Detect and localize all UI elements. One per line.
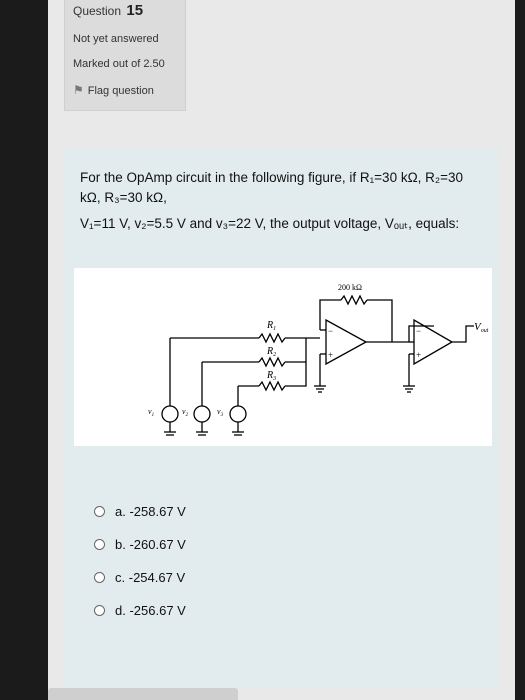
option-c[interactable]: c. -254.67 V <box>94 566 186 588</box>
option-b-letter: b. <box>115 536 126 552</box>
opamp1-minus: − <box>328 326 333 336</box>
question-info-box: Question 15 Not yet answered Marked out … <box>64 0 186 111</box>
r1-resistor <box>258 332 286 344</box>
option-b-text: -260.67 V <box>129 536 186 552</box>
r2-label: R2 <box>266 346 276 358</box>
r2-resistor <box>258 356 286 368</box>
option-a-text: -258.67 V <box>129 503 186 519</box>
opamp1-plus: + <box>328 350 333 360</box>
answer-options: a. -258.67 V b. -260.67 V c. -254.67 V d… <box>94 500 186 632</box>
opamp-1 <box>325 318 368 366</box>
feedback-resistor-label: 200 kΩ <box>338 283 362 292</box>
option-a-letter: a. <box>115 503 126 519</box>
vout-label: Vout <box>474 321 489 334</box>
flag-question-label: Flag question <box>87 85 154 97</box>
r3-to-node <box>285 338 307 387</box>
feedback-resistor <box>340 294 368 306</box>
option-d-text: -256.67 V <box>129 602 186 618</box>
flag-icon: ⚑ <box>73 83 84 97</box>
opamp2-plus: + <box>416 350 421 360</box>
flag-question-link[interactable]: ⚑Flag question <box>73 83 154 97</box>
v2-source <box>193 405 211 423</box>
question-text: For the OpAmp circuit in the following f… <box>80 168 485 240</box>
v2-label: v2 <box>182 407 189 418</box>
quiz-screen: Question 15 Not yet answered Marked out … <box>48 0 515 700</box>
option-b-radio[interactable] <box>94 538 105 550</box>
opamp2-feedback <box>392 325 434 343</box>
circuit-diagram: 200 kΩ R1 R2 R3 Vout v1 v2 v3 − + − + <box>148 283 489 436</box>
question-content: For the OpAmp circuit in the following f… <box>64 148 498 688</box>
question-label: Question <box>73 4 122 18</box>
question-text-line1: For the OpAmp circuit in the following f… <box>80 170 464 205</box>
marks-info: Marked out of 2.50 <box>73 58 165 70</box>
v3-source <box>229 405 247 423</box>
option-a-radio[interactable] <box>94 505 105 517</box>
bottom-edge-bar <box>48 688 238 700</box>
option-d-letter: d. <box>115 602 126 618</box>
option-a[interactable]: a. -258.67 V <box>94 500 186 522</box>
option-d-radio[interactable] <box>94 604 105 616</box>
question-text-line2: V₁=11 V, v₂=5.5 V and v₃=22 V, the outpu… <box>80 216 460 231</box>
option-c-radio[interactable] <box>94 571 105 583</box>
v3-label: v3 <box>217 407 224 418</box>
feedback-wire-right <box>367 299 393 334</box>
option-b[interactable]: b. -260.67 V <box>94 533 186 555</box>
answer-status: Not yet answered <box>73 33 159 45</box>
option-c-letter: c. <box>115 569 126 585</box>
question-number: 15 <box>126 2 144 19</box>
option-d[interactable]: d. -256.67 V <box>94 599 186 621</box>
r3-label: R3 <box>266 370 276 382</box>
feedback-wire <box>319 299 341 314</box>
option-c-text: -254.67 V <box>128 569 186 585</box>
v1-source <box>161 405 179 423</box>
circuit-figure: 200 kΩ R1 R2 R3 Vout v1 v2 v3 − + − + <box>74 268 492 446</box>
opamp2-minus: − <box>416 326 421 336</box>
r3-resistor <box>258 380 286 392</box>
output-wire <box>452 325 474 343</box>
v1-label: v1 <box>148 407 154 418</box>
question-number-row: Question 15 <box>73 2 143 19</box>
r1-label: R1 <box>266 320 276 332</box>
